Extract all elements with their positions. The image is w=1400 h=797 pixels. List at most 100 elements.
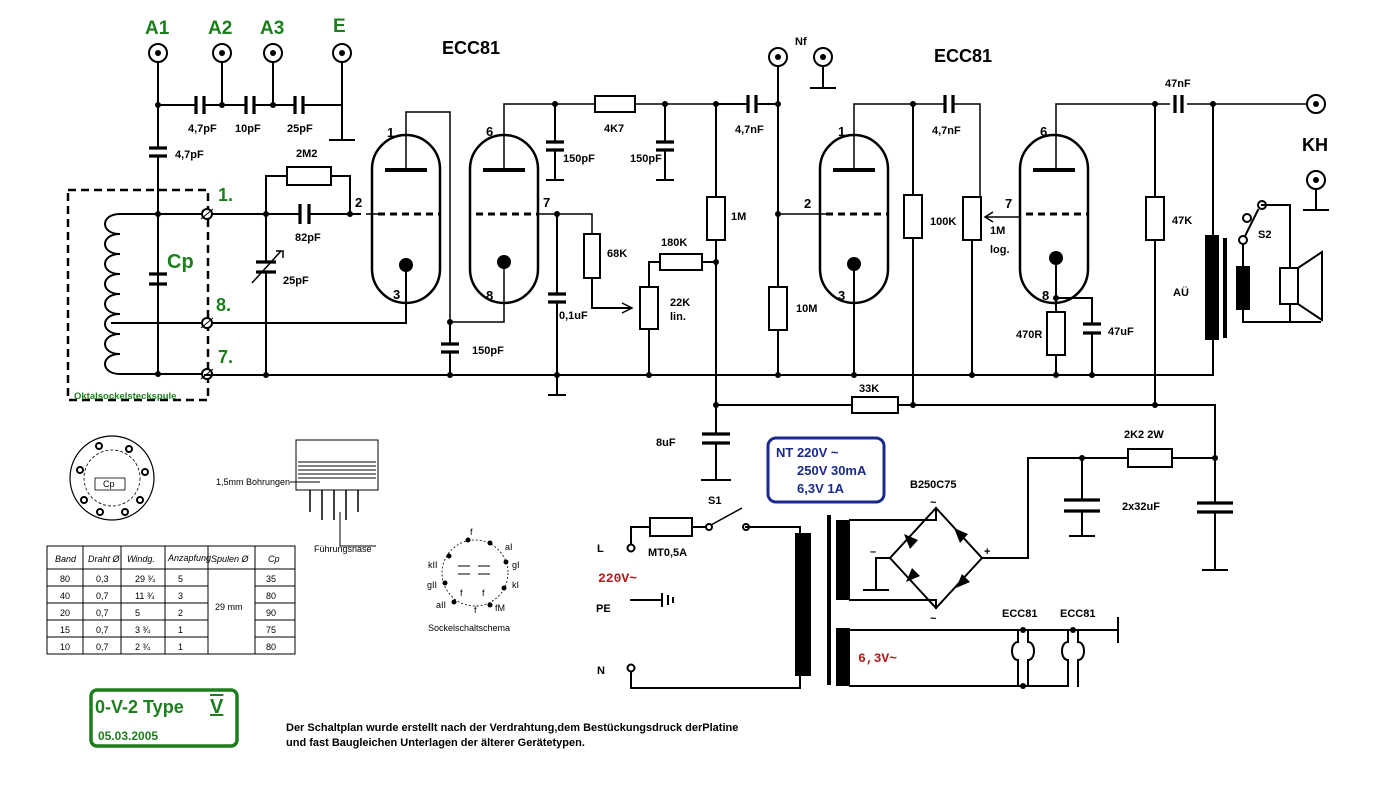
tube-1-pin-2: 2 (355, 195, 362, 210)
label-220v: 220V~ (598, 571, 637, 586)
label-470r: 470R (1016, 329, 1042, 341)
resistor-2m2 (286, 166, 332, 186)
label-a3: A3 (260, 18, 284, 39)
pin-k1: kI (512, 580, 519, 590)
octal-socket-drawing: Cp (69, 435, 155, 521)
resistor-4k7 (594, 95, 636, 113)
label-b250c75: B250C75 (910, 479, 956, 491)
note-line-2: und fast Baugleichen Unterlagen der älte… (286, 737, 585, 749)
label-2m2: 2M2 (296, 148, 317, 160)
pin-f-inner-left: f (460, 588, 463, 598)
ground-bus-junctions (447, 372, 1095, 378)
label-150pf-a: 150pF (563, 153, 595, 165)
label-1m: 1M (731, 211, 746, 223)
table-cell: 0,7 (96, 608, 109, 618)
coil-table: Band Draht Ø Windg. Anzapfung Spulen Ø C… (46, 545, 296, 655)
coil-tap-7: 7. (218, 347, 233, 367)
socket-caption: Sockelschaltschema (428, 623, 510, 633)
table-cell: 3 ¾ (135, 625, 151, 635)
pin-g1: gI (512, 560, 520, 570)
tube-1-ecc81: ECC81 1 2 3 6 7 8 150pF (355, 38, 718, 376)
label-47k: 47K (1172, 215, 1192, 227)
pot-22k (639, 286, 659, 330)
table-cell: 5 (135, 608, 140, 618)
note: Der Schaltplan wurde erstellt nach der V… (286, 722, 738, 749)
label-4-7nf-b: 4,7nF (932, 125, 961, 137)
label-22k-lin: lin. (670, 311, 686, 323)
table-header-cp: Cp (268, 554, 280, 564)
coil-tap-1: 1. (218, 185, 233, 205)
cap-10pf: 10pF (235, 123, 261, 135)
label-e: E (333, 16, 346, 37)
table-cell: 5 (178, 574, 183, 584)
label-heater-tube-2: ECC81 (1060, 608, 1095, 620)
resistor-180k (659, 253, 703, 271)
resistor-1m (706, 196, 726, 241)
label-kh: KH (1302, 135, 1328, 155)
resistor-100k (903, 194, 923, 239)
label-4-7nf-a: 4,7nF (735, 124, 764, 136)
table-cell: 2 (178, 608, 183, 618)
coil-tap-8: 8. (216, 295, 231, 315)
tube-2-title: ECC81 (934, 46, 992, 66)
coil-dashed-box (66, 188, 210, 402)
title-box: 0-V-2 Type V 05.03.2005 (89, 688, 239, 748)
nt-spec-box: NT 220V ~ 250V 30mA 6,3V 1A (766, 436, 886, 504)
coil-holes-label: 1,5mm Bohrungen (216, 477, 290, 487)
label-22k: 22K (670, 297, 690, 309)
table-cell: 15 (60, 625, 70, 635)
tube-2-pin-1: 1 (838, 124, 845, 139)
note-line-1: Der Schaltplan wurde erstellt nach der V… (286, 722, 738, 734)
transformer-au-secondary (1236, 266, 1250, 310)
tube-1-pin-3: 3 (393, 287, 400, 302)
tube-2-pin-6: 6 (1040, 124, 1047, 139)
table-cell: 1 (178, 625, 183, 635)
pin-k2: kII (428, 560, 438, 570)
table-cell: 1 (178, 642, 183, 652)
coil-caption: Oktalsockelsteckspule (74, 391, 176, 402)
title-type-mark: V (210, 696, 224, 718)
table-cell: 0,3 (96, 574, 109, 584)
table-cell: 80 (266, 642, 276, 652)
label-nf: Nf (795, 36, 807, 48)
table-header-draht: Draht Ø (88, 554, 121, 564)
tube-2-pin-8: 8 (1042, 288, 1049, 303)
table-cell: 80 (266, 591, 276, 601)
pin-fm: fM (495, 603, 505, 613)
antenna-input: A1 A2 A3 E 4,7pF 10pF 25pF 4,7pF (145, 16, 355, 376)
tube-2-pin-2: 2 (804, 196, 811, 211)
coil-winding (104, 212, 122, 376)
cap-4-7pf-b: 4,7pF (175, 149, 204, 161)
label-minus: – (870, 546, 876, 558)
transformer-au-primary (1205, 235, 1219, 340)
label-heater-tube-1: ECC81 (1002, 608, 1037, 620)
label-68k: 68K (607, 248, 627, 260)
label-0-1uf: 0,1uF (559, 310, 588, 322)
title-date: 05.03.2005 (98, 729, 158, 743)
resistor-10m (768, 286, 788, 331)
nf-output: Nf 10M (768, 36, 836, 376)
nt-line-1: NT 220V ~ (776, 445, 839, 460)
resistor-33k (851, 396, 899, 414)
socket-pinout: f aI kII gI gII kI aII f f f fM Sockelsc… (427, 527, 520, 633)
label-fuse: MT0,5A (648, 547, 687, 559)
label-a1: A1 (145, 18, 170, 39)
speaker-icon (1279, 267, 1299, 305)
socket-cp-label: Cp (103, 479, 115, 489)
svg-text:~: ~ (930, 613, 937, 625)
cap-4-7pf-a: 4,7pF (188, 123, 217, 135)
table-cell: 80 (60, 574, 70, 584)
table-cell: 29 mm (215, 602, 243, 612)
power-supply: S1 L PE N 220V~ MT0,5A 6,3V~ B250C75 ~ ~… (596, 429, 1233, 689)
cap-25pf-a: 25pF (287, 123, 313, 135)
coil-form-drawing: 1,5mm Bohrungen Führungsnase (216, 439, 379, 554)
table-cell: 20 (60, 608, 70, 618)
pin-g2: gII (427, 580, 437, 590)
mains-transformer-primary (795, 533, 811, 676)
tube-1-pin-7: 7 (543, 195, 550, 210)
mains-transformer-hv (836, 520, 850, 600)
tube-2-pin-3: 3 (838, 288, 845, 303)
table-header-windg: Windg. (127, 554, 155, 564)
label-150pf-c: 150pF (472, 345, 504, 357)
